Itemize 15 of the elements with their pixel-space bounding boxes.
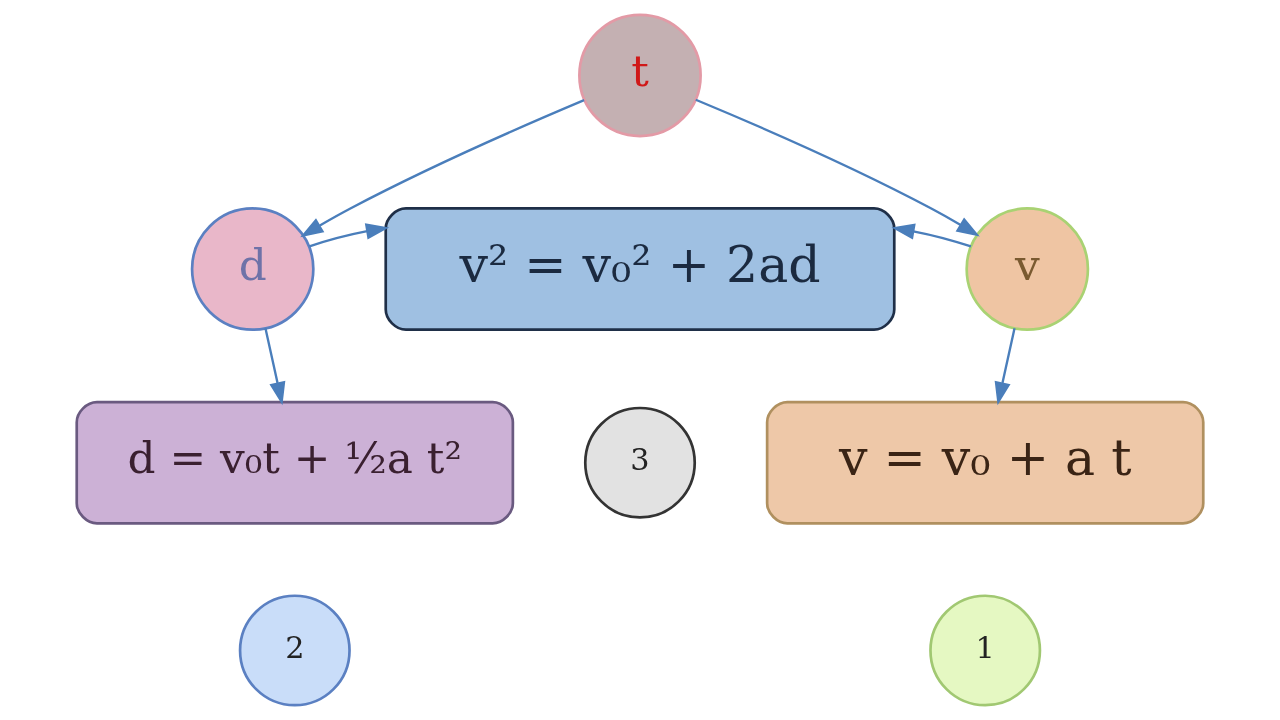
arrow (695, 98, 980, 237)
node-box: v = v₀ + a t (765, 400, 1205, 525)
node-box: v² = v₀² + 2ad (384, 207, 896, 332)
arrow (300, 99, 585, 238)
node-circle: 1 (929, 594, 1042, 707)
arrow (309, 223, 390, 248)
node-box: d = v₀t + ½a t² (75, 400, 515, 525)
node-circle: v (965, 207, 1090, 332)
node-circle: 3 (583, 406, 697, 519)
arrow (994, 328, 1016, 406)
node-circle: t (578, 13, 702, 138)
node-circle: d (190, 207, 315, 332)
node-circle: 2 (238, 594, 351, 707)
arrow (264, 328, 286, 406)
arrow (891, 223, 972, 248)
